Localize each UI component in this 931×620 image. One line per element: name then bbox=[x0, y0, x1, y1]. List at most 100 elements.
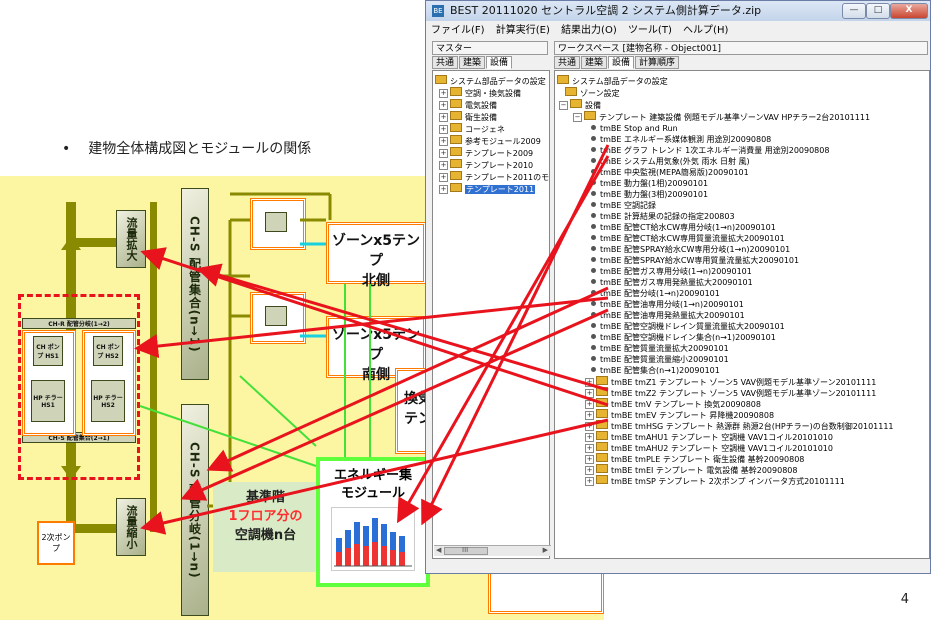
folder-icon bbox=[450, 135, 462, 144]
template-folder[interactable]: +tmBE tmSP テンプレート 2次ポンプ インバータ方式20101111 bbox=[585, 475, 845, 486]
expand-icon[interactable]: + bbox=[585, 433, 594, 442]
module-item[interactable]: tmBE 配管質量流量縮小20090101 bbox=[591, 354, 729, 365]
expand-icon[interactable]: + bbox=[585, 477, 594, 486]
collapse-icon[interactable]: − bbox=[573, 113, 582, 122]
close-button[interactable]: X bbox=[890, 3, 928, 19]
folder-icon bbox=[557, 75, 569, 84]
expand-icon[interactable]: + bbox=[439, 113, 448, 122]
tree-node[interactable]: システム部品データの設定 bbox=[435, 75, 546, 86]
horizontal-scrollbar[interactable]: ◀ III ▶ bbox=[434, 545, 551, 556]
template-folder-label: tmBE tmEI テンプレート 電気設備 基幹20090808 bbox=[611, 466, 798, 475]
module-item[interactable]: tmBE グラフ トレンド 1次エネルギー消費量 用途別20090808 bbox=[591, 145, 829, 156]
expand-icon[interactable]: + bbox=[585, 455, 594, 464]
template-folder[interactable]: + tmBE tmEI テンプレート 電気設備 基幹20090808 bbox=[585, 464, 797, 475]
module-item[interactable]: tmBE 配管CT給水CW専用質量流量拡大20090101 bbox=[591, 233, 785, 244]
tree-node[interactable]: +テンプレート2010 bbox=[439, 159, 534, 170]
module-item[interactable]: tmBE 配管分岐(1→n)20090101 bbox=[591, 288, 720, 299]
module-item-label: tmBE 配管質量流量縮小20090101 bbox=[600, 355, 729, 364]
expand-icon[interactable]: + bbox=[439, 137, 448, 146]
module-item[interactable]: tmBE 配管油専用発熱量拡大20090101 bbox=[591, 310, 745, 321]
tree-node[interactable]: +コージェネ bbox=[439, 123, 505, 134]
tree-node[interactable]: +空調・換気設備 bbox=[439, 87, 521, 98]
module-item[interactable]: tmBE 配管空調機ドレイン質量流量拡大20090101 bbox=[591, 321, 785, 332]
menu-help[interactable]: ヘルプ(H) bbox=[683, 25, 729, 36]
module-item[interactable]: tmBE 配管SPRAY給水CW専用分岐(1→n)20090101 bbox=[591, 244, 790, 255]
module-item[interactable]: tmBE 配管CT給水CW専用分岐(1→n)20090101 bbox=[591, 222, 776, 233]
flow-reduce-block: 流量縮小 bbox=[116, 498, 146, 556]
bullet-text: 建物全体構成図とモジュールの関係 bbox=[88, 141, 312, 157]
expand-icon[interactable]: + bbox=[439, 185, 448, 194]
energy-line2: モジュール bbox=[340, 486, 406, 501]
template-folder-label: tmBE tmAHU2 テンプレート 空調機 VAV1コイル20101010 bbox=[611, 444, 833, 453]
template-folder[interactable]: +tmBE tmAHU1 テンプレート 空調機 VAV1コイル20101010 bbox=[585, 431, 833, 442]
zone-south-title: ゾーンx5テンプ bbox=[331, 327, 421, 363]
module-item[interactable]: tmBE システム用気象(外気 雨水 日射 風) bbox=[591, 156, 750, 167]
arrow-branch-to-chs bbox=[206, 286, 609, 472]
module-item[interactable]: tmBE 配管質量流量拡大20090101 bbox=[591, 343, 729, 354]
menu-output[interactable]: 結果出力(O) bbox=[561, 25, 617, 36]
module-item[interactable]: tmBE 空調記録 bbox=[591, 200, 656, 211]
tree-node[interactable]: +参考モジュール2009 bbox=[439, 135, 541, 146]
module-item[interactable]: tmBE 配管集合(n→1)20090101 bbox=[591, 365, 720, 376]
expand-icon[interactable]: + bbox=[585, 400, 594, 409]
module-item[interactable]: tmBE 動力盤(3相)20090101 bbox=[591, 189, 708, 200]
expand-icon[interactable]: + bbox=[585, 444, 594, 453]
tree-node[interactable]: ゾーン設定 bbox=[565, 87, 620, 98]
tree-node[interactable]: +衛生設備 bbox=[439, 111, 497, 122]
module-item[interactable]: tmBE Stop and Run bbox=[591, 123, 678, 134]
tree-node[interactable]: −テンプレート 建築設備 例題モデル基準ゾーンVAV HPチラー2台201011… bbox=[573, 111, 871, 122]
menu-tools[interactable]: ツール(T) bbox=[627, 25, 672, 36]
zone-north-box: ゾーンx5テンプ 北側 bbox=[326, 222, 426, 289]
expand-icon[interactable]: + bbox=[439, 125, 448, 134]
module-item[interactable]: tmBE エネルギー系媒体観測 用途別20090808 bbox=[591, 134, 771, 145]
expand-icon[interactable]: + bbox=[439, 161, 448, 170]
zone-north-title: ゾーンx5テンプ bbox=[331, 233, 421, 269]
module-item[interactable]: tmBE 配管ガス専用発熱量拡大20090101 bbox=[591, 277, 753, 288]
template-folder[interactable]: +tmBE tmEV テンプレート 昇降機20090808 bbox=[585, 409, 774, 420]
expand-icon[interactable]: + bbox=[585, 411, 594, 420]
maximize-button[interactable]: □ bbox=[866, 3, 890, 19]
left-tab-equipment[interactable]: 設備 bbox=[486, 56, 513, 69]
module-item[interactable]: tmBE 配管空調機ドレイン集合(n→1)20090101 bbox=[591, 332, 776, 343]
minimize-button[interactable]: — bbox=[842, 3, 866, 19]
template-folder[interactable]: +tmBE tmPLE テンプレート 衛生設備 基幹20090808 bbox=[585, 453, 804, 464]
scroll-right-icon[interactable]: ▶ bbox=[542, 546, 548, 554]
right-tab-common[interactable]: 共通 bbox=[554, 56, 581, 69]
right-tab-equipment[interactable]: 設備 bbox=[608, 56, 635, 69]
heat-source-group bbox=[18, 294, 140, 480]
right-tab-calc-order[interactable]: 計算順序 bbox=[635, 56, 680, 69]
expand-icon[interactable]: + bbox=[585, 466, 594, 475]
arrow-energy-2 bbox=[397, 155, 610, 524]
module-item[interactable]: tmBE 配管ガス専用分岐(1→n)20090101 bbox=[591, 266, 752, 277]
expand-icon[interactable]: + bbox=[439, 173, 448, 182]
module-item-label: tmBE 配管油専用発熱量拡大20090101 bbox=[600, 311, 745, 320]
tree-node[interactable]: −設備 bbox=[559, 99, 601, 110]
tree-node[interactable]: +電気設備 bbox=[439, 99, 497, 110]
left-tab-building[interactable]: 建築 bbox=[459, 56, 486, 69]
scroll-left-icon[interactable]: ◀ bbox=[436, 546, 442, 554]
scroll-thumb[interactable] bbox=[444, 547, 488, 555]
module-item[interactable]: tmBE 配管SPRAY給水CW専用質量流量拡大20090101 bbox=[591, 255, 799, 266]
menu-file[interactable]: ファイル(F) bbox=[431, 25, 485, 36]
tree-node[interactable]: +テンプレート2009 bbox=[439, 147, 534, 158]
module-item[interactable]: tmBE 計算結果の記録の指定200803 bbox=[591, 211, 735, 222]
hp-chiller-1: HP チラー HS1 bbox=[31, 380, 65, 422]
expand-icon[interactable]: + bbox=[439, 101, 448, 110]
module-item-label: tmBE システム用気象(外気 雨水 日射 風) bbox=[600, 157, 750, 166]
template-folder[interactable]: + tmBE tmAHU2 テンプレート 空調機 VAV1コイル20101010 bbox=[585, 442, 833, 453]
folder-icon bbox=[450, 171, 462, 180]
left-tab-common[interactable]: 共通 bbox=[432, 56, 459, 69]
module-item-label: tmBE 配管質量流量拡大20090101 bbox=[600, 344, 729, 353]
folder-icon bbox=[596, 442, 608, 451]
tree-node-selected[interactable]: +テンプレート2011 bbox=[439, 183, 536, 194]
tree-node[interactable]: システム部品データの設定 bbox=[557, 75, 668, 86]
module-item[interactable]: tmBE 配管油専用分岐(1→n)20090101 bbox=[591, 299, 744, 310]
menu-run[interactable]: 計算実行(E) bbox=[495, 25, 550, 36]
tree-node[interactable]: +テンプレート2011のモジ bbox=[439, 171, 550, 182]
collapse-icon[interactable]: − bbox=[559, 101, 568, 110]
module-item-label: tmBE 動力盤(1相)20090101 bbox=[600, 179, 709, 188]
right-tab-building[interactable]: 建築 bbox=[581, 56, 608, 69]
expand-icon[interactable]: + bbox=[439, 89, 448, 98]
expand-icon[interactable]: + bbox=[439, 149, 448, 158]
